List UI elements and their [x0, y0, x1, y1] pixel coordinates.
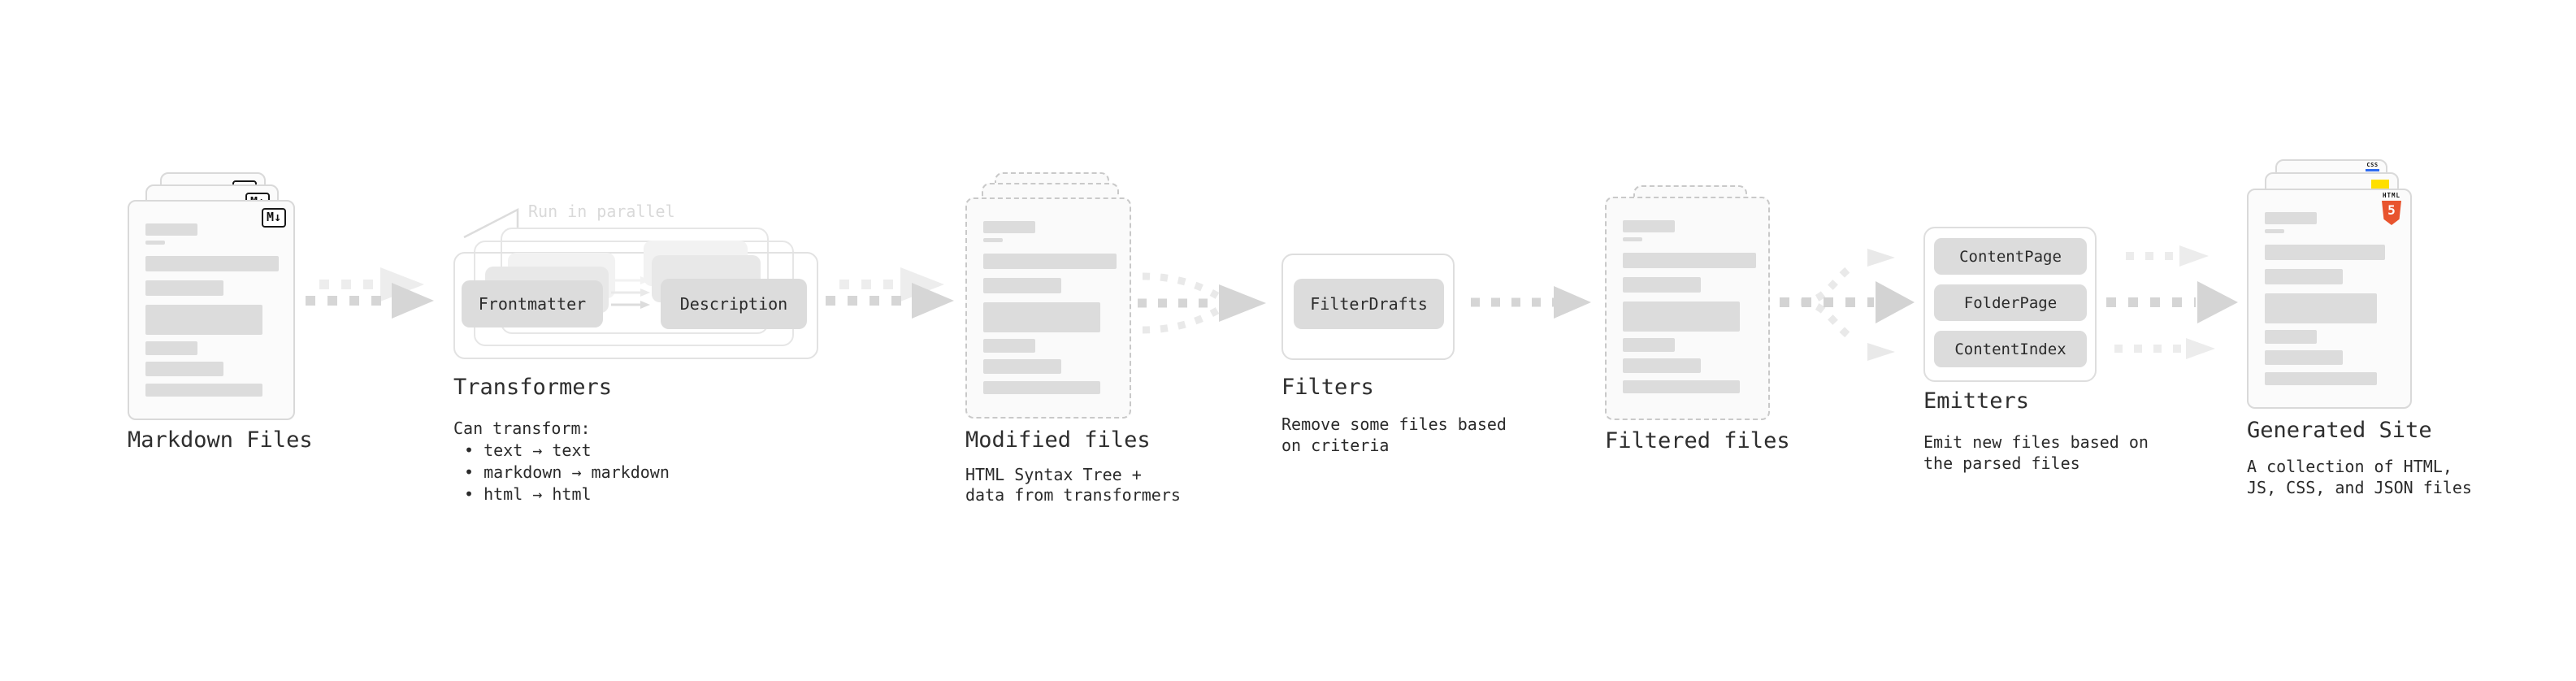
html5-icon: HTML 5: [2381, 193, 2402, 225]
modified-file-card-front: [965, 197, 1131, 419]
emitters-label: Emitters: [1923, 388, 2030, 414]
filtered-files-stack: [1605, 185, 1770, 423]
frontmatter-pill: Frontmatter: [462, 280, 603, 327]
placeholder-bar: [983, 302, 1100, 332]
placeholder-bar: [2265, 229, 2284, 233]
transformers-bullet: • html → html: [464, 484, 592, 504]
placeholder-bar: [2265, 350, 2343, 365]
modified-files-description: HTML Syntax Tree + data from transformer…: [965, 465, 1181, 505]
placeholder-bar: [1623, 237, 1642, 241]
filters-label: Filters: [1281, 375, 1374, 400]
generated-site-desc-line: A collection of HTML,: [2247, 457, 2452, 476]
markdown-file-card-front: M↓: [128, 200, 295, 420]
css-icon: CSS: [2366, 163, 2379, 171]
html5-icon-caption: HTML: [2382, 192, 2401, 199]
markdown-icon: M↓: [261, 208, 286, 228]
generated-site-label: Generated Site: [2247, 418, 2432, 443]
placeholder-bar: [1623, 338, 1675, 352]
filters-desc-line: Remove some files based: [1281, 414, 1507, 434]
placeholder-bar: [145, 341, 197, 355]
arrow-emitters-to-site: [2106, 245, 2238, 359]
placeholder-bar: [1623, 358, 1701, 373]
placeholder-bar: [145, 362, 223, 376]
placeholder-bar: [145, 223, 197, 236]
placeholder-bar: [1623, 301, 1740, 332]
placeholder-bar: [145, 241, 165, 245]
filtered-files-label: Filtered files: [1605, 428, 1790, 453]
arrow-filtered-to-emitters-split: [1780, 249, 1915, 361]
generated-site-description: A collection of HTML, JS, CSS, and JSON …: [2247, 456, 2472, 498]
run-in-parallel-note: Run in parallel: [528, 202, 675, 221]
arrow-modified-to-filters-merge: [1138, 272, 1266, 334]
emitters-desc-line: Emit new files based on: [1923, 432, 2149, 452]
file-content-placeholder: [983, 221, 1117, 394]
placeholder-bar: [2265, 293, 2377, 323]
markdown-files-stack: M↓ M↓ M↓: [128, 172, 295, 420]
transformers-description: Can transform: • text → text • markdown …: [453, 418, 670, 505]
file-content-placeholder: [2265, 212, 2385, 385]
placeholder-bar: [1623, 277, 1701, 293]
emitters-desc-line: the parsed files: [1923, 453, 2080, 473]
placeholder-bar: [1623, 253, 1756, 268]
emitters-description: Emit new files based on the parsed files: [1923, 432, 2149, 474]
filterdrafts-pill: FilterDrafts: [1294, 279, 1444, 329]
contentpage-pill: ContentPage: [1934, 238, 2087, 275]
placeholder-bar: [983, 381, 1100, 394]
filtered-file-card-front: [1605, 197, 1770, 420]
transformers-label: Transformers: [453, 375, 613, 400]
css-icon-label: CSS: [2366, 162, 2379, 168]
placeholder-bar: [2265, 269, 2343, 284]
modified-files-desc-line: HTML Syntax Tree +: [965, 465, 1142, 484]
placeholder-bar: [983, 254, 1117, 269]
arrow-filters-to-filtered: [1471, 286, 1591, 319]
filters-description: Remove some files based on criteria: [1281, 414, 1507, 456]
arrow-markdown-to-transformers: [306, 267, 434, 319]
placeholder-bar: [983, 238, 1003, 242]
placeholder-bar: [983, 339, 1035, 353]
file-content-placeholder: [145, 223, 279, 397]
transformers-desc-title: Can transform:: [453, 419, 591, 438]
modified-files-label: Modified files: [965, 427, 1151, 453]
placeholder-bar: [2265, 212, 2317, 224]
placeholder-bar: [1623, 220, 1675, 232]
placeholder-bar: [1623, 380, 1740, 393]
placeholder-bar: [2265, 330, 2317, 344]
transformers-group: Run in parallel Frontmatter Description: [431, 195, 837, 370]
js-icon: [2371, 180, 2389, 189]
placeholder-bar: [145, 256, 279, 271]
placeholder-bar: [983, 278, 1061, 293]
transformers-bullet: • text → text: [464, 440, 592, 460]
placeholder-bar: [983, 359, 1061, 374]
arrow-frontmatter-to-description: [611, 276, 650, 309]
site-file-card-html: HTML 5: [2247, 189, 2412, 409]
modified-files-desc-line: data from transformers: [965, 485, 1181, 505]
file-content-placeholder: [1623, 220, 1756, 393]
generated-site-stack: CSS HTML 5: [2247, 159, 2412, 412]
callout-line: [463, 207, 519, 239]
filters-desc-line: on criteria: [1281, 436, 1390, 455]
placeholder-bar: [145, 280, 223, 296]
folderpage-pill: FolderPage: [1934, 284, 2087, 321]
placeholder-bar: [2265, 245, 2385, 260]
modified-files-stack: [965, 172, 1131, 420]
description-pill: Description: [661, 279, 807, 329]
placeholder-bar: [145, 305, 262, 335]
transformers-bullet: • markdown → markdown: [464, 462, 670, 482]
markdown-files-label: Markdown Files: [128, 427, 313, 453]
arrow-transformers-to-modified: [826, 267, 954, 319]
placeholder-bar: [145, 384, 262, 397]
placeholder-bar: [2265, 372, 2377, 385]
generated-site-desc-line: JS, CSS, and JSON files: [2247, 478, 2472, 497]
placeholder-bar: [983, 221, 1035, 233]
contentindex-pill: ContentIndex: [1934, 331, 2087, 367]
transformer-box-front: [453, 252, 818, 359]
css-icon-underline: [2366, 169, 2379, 171]
